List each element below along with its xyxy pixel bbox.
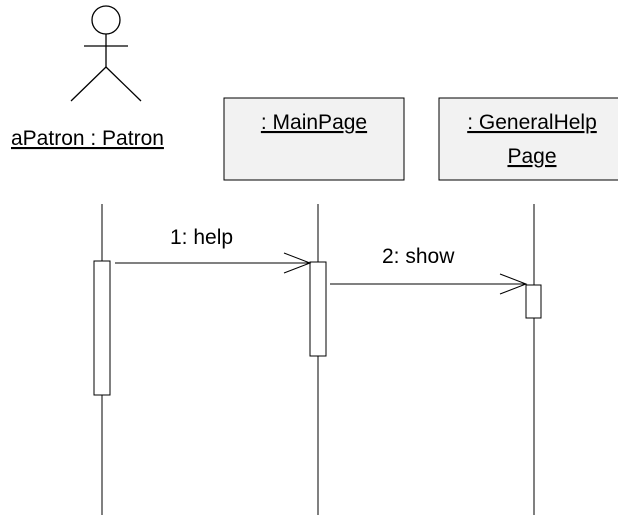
activation-bar-generalhelp [525,284,542,319]
actor-right-leg [105,66,142,102]
object-label-generalhelp-line1: : GeneralHelp [467,111,597,134]
actor-head [91,5,121,35]
message-label-help: 1: help [170,226,233,249]
actor-label: aPatron : Patron [11,127,164,150]
actor-patron [70,5,142,102]
message-arrow-help [115,252,312,274]
object-label-generalhelp-line2: Page [507,145,556,168]
activation-bar-mainpage [309,261,327,357]
activation-bar-patron [93,260,111,396]
object-label-mainpage: : MainPage [261,111,367,134]
message-label-show: 2: show [382,245,455,268]
actor-left-leg [70,66,107,102]
object-box-generalhelp [438,97,618,181]
message-arrow-show [330,273,528,295]
object-box-mainpage [223,97,405,181]
